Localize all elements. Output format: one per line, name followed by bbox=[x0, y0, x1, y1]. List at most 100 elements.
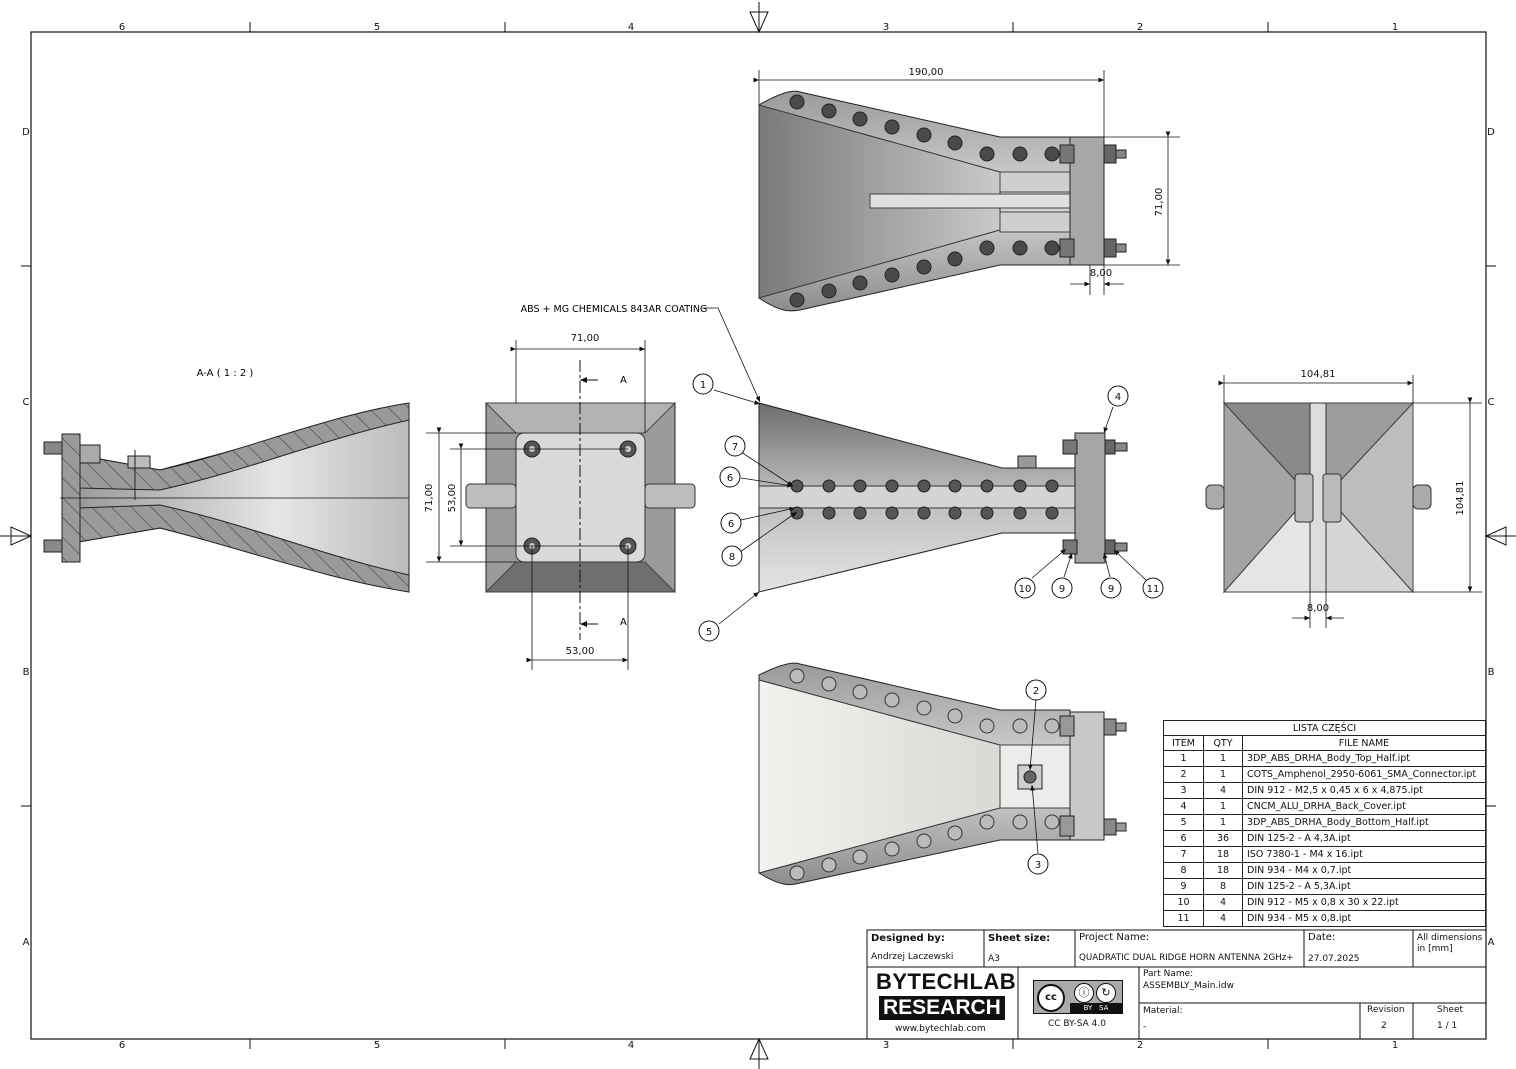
bolt-head bbox=[853, 479, 867, 493]
cc-license-badge: cc ⓘ ↻ BY SA bbox=[1033, 980, 1123, 1014]
date-value: 27.07.2025 bbox=[1308, 954, 1360, 964]
bolt-head bbox=[789, 668, 805, 684]
parts-list-cell-item: 8 bbox=[1163, 862, 1204, 879]
balloon-8: 8 bbox=[729, 552, 735, 563]
coating-leader bbox=[702, 307, 761, 403]
bolt-head bbox=[1012, 146, 1028, 162]
bolt-head bbox=[947, 708, 963, 724]
date-label: Date: bbox=[1308, 932, 1336, 943]
badge-text: BY SA bbox=[1070, 1003, 1122, 1014]
cc-icon: cc bbox=[1037, 984, 1065, 1012]
parts-list-cell-item: 11 bbox=[1163, 910, 1204, 927]
zone-col-label: 2 bbox=[1137, 22, 1143, 33]
zone-col-label: 6 bbox=[119, 22, 125, 33]
attribution-icon: ⓘ bbox=[1074, 983, 1094, 1003]
zone-col-label: 1 bbox=[1392, 1040, 1398, 1051]
parts-list-cell-qty: 1 bbox=[1203, 814, 1243, 831]
dimension-texts: 190,00 71,00 8,00 71,00 71,00 53,00 53,0… bbox=[424, 67, 1466, 657]
parts-list-cell-file: CNCM_ALU_DRHA_Back_Cover.ipt bbox=[1242, 798, 1486, 815]
logo-line-2: RESEARCH bbox=[879, 996, 1005, 1020]
parts-list-cell-file: DIN 912 - M5 x 0,8 x 30 x 22.ipt bbox=[1242, 894, 1486, 911]
bolt-head bbox=[1044, 814, 1060, 830]
bolt-head bbox=[821, 857, 837, 873]
bolt-head bbox=[789, 292, 805, 308]
bolt-head bbox=[1012, 240, 1028, 256]
parts-list-cell-file: COTS_Amphenol_2950-6061_SMA_Connector.ip… bbox=[1242, 766, 1486, 783]
zone-col-label: 5 bbox=[374, 1040, 380, 1051]
revision-value: 2 bbox=[1381, 1021, 1387, 1031]
col-file-header: FILE NAME bbox=[1242, 735, 1486, 751]
bolt-head bbox=[789, 865, 805, 881]
col-item-header: ITEM bbox=[1163, 735, 1204, 751]
balloon-1: 1 bbox=[700, 380, 706, 391]
zone-labels: 6 5 4 3 2 1 6 5 4 3 2 1 D C B A D C B A bbox=[22, 22, 1495, 1051]
balloon-9: 9 bbox=[1108, 584, 1114, 595]
parts-list-cell-file: DIN 125-2 - A 4,3A.ipt bbox=[1242, 830, 1486, 847]
front-view: A A bbox=[465, 360, 696, 640]
bolt-head bbox=[979, 814, 995, 830]
parts-list-cell-item: 9 bbox=[1163, 878, 1204, 895]
zone-col-label: 6 bbox=[119, 1040, 125, 1051]
parts-list-cell-item: 5 bbox=[1163, 814, 1204, 831]
section-mark: A bbox=[620, 375, 627, 386]
logo-line-1: BYTECHLAB bbox=[876, 969, 1017, 994]
bolt-head bbox=[852, 849, 868, 865]
bolt-head bbox=[980, 506, 994, 520]
bolt-head bbox=[885, 479, 899, 493]
bolt-head bbox=[947, 825, 963, 841]
bolt-head bbox=[979, 718, 995, 734]
parts-list-cell-qty: 1 bbox=[1203, 750, 1243, 767]
bolt-head bbox=[884, 692, 900, 708]
zone-row-label: D bbox=[1487, 127, 1495, 138]
material-label: Material: bbox=[1143, 1006, 1183, 1016]
sheet-size-label: Sheet size: bbox=[988, 933, 1051, 944]
parts-list-cell-file: DIN 934 - M4 x 0,7.ipt bbox=[1242, 862, 1486, 879]
parts-list-cell-file: DIN 912 - M2,5 x 0,45 x 6 x 4,875.ipt bbox=[1242, 782, 1486, 799]
parts-list-cell-item: 3 bbox=[1163, 782, 1204, 799]
zone-col-label: 3 bbox=[883, 1040, 889, 1051]
zone-col-label: 5 bbox=[374, 22, 380, 33]
parts-list-cell-file: DIN 125-2 - A 5,3A.ipt bbox=[1242, 878, 1486, 895]
part-name-label: Part Name: bbox=[1143, 969, 1194, 979]
bolt-head bbox=[1012, 718, 1028, 734]
website: www.bytechlab.com bbox=[895, 1024, 986, 1034]
bolt-head bbox=[852, 684, 868, 700]
revision-label: Revision bbox=[1367, 1005, 1405, 1015]
project-name-label: Project Name: bbox=[1079, 932, 1150, 943]
zone-row-label: C bbox=[1488, 397, 1495, 408]
zone-col-label: 4 bbox=[628, 1040, 634, 1051]
balloon-3: 3 bbox=[1035, 860, 1041, 871]
parts-list-cell-qty: 4 bbox=[1203, 894, 1243, 911]
balloon-9: 9 bbox=[1059, 584, 1065, 595]
bolt-head bbox=[884, 119, 900, 135]
bolt-head bbox=[916, 700, 932, 716]
parts-list-cell-qty: 4 bbox=[1203, 910, 1243, 927]
bolt-head bbox=[884, 841, 900, 857]
parts-list-cell-item: 1 bbox=[1163, 750, 1204, 767]
bolt-head bbox=[852, 275, 868, 291]
zone-row-label: D bbox=[22, 127, 30, 138]
bolt-head bbox=[916, 833, 932, 849]
designed-by-value: Andrzej Laczewski bbox=[871, 952, 954, 962]
balloon-2: 2 bbox=[1033, 686, 1039, 697]
sheet-value: 1 / 1 bbox=[1437, 1021, 1458, 1031]
bolt-head bbox=[822, 506, 836, 520]
bolt-head bbox=[1013, 479, 1027, 493]
zone-row-label: B bbox=[1488, 667, 1495, 678]
balloon-4: 4 bbox=[1115, 392, 1121, 403]
bolt-head bbox=[821, 676, 837, 692]
bolt-head bbox=[947, 135, 963, 151]
zone-row-label: B bbox=[23, 667, 30, 678]
parts-list-cell-item: 7 bbox=[1163, 846, 1204, 863]
col-qty-header: QTY bbox=[1203, 735, 1243, 751]
zone-col-label: 4 bbox=[628, 22, 634, 33]
parts-list-cell-qty: 4 bbox=[1203, 782, 1243, 799]
